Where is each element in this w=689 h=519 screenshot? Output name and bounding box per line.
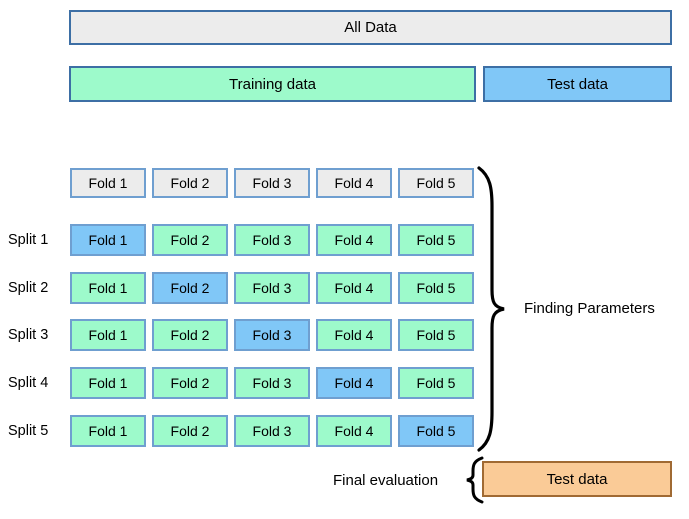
split-5-cell-4: Fold 4 [316, 415, 392, 447]
fold-header-cell-3: Fold 3 [234, 168, 310, 198]
split-1-cell-label-3: Fold 3 [252, 232, 292, 248]
training-data-bar: Training data [69, 66, 476, 102]
fold-header-label-1: Fold 1 [88, 175, 128, 191]
split-5-cell-label-2: Fold 2 [170, 423, 210, 439]
split-2-cell-label-2: Fold 2 [170, 280, 210, 296]
split-4-cell-2: Fold 2 [152, 367, 228, 399]
split-3-cell-3: Fold 3 [234, 319, 310, 351]
split-2-cell-label-4: Fold 4 [334, 280, 374, 296]
split-2-cell-label-1: Fold 1 [88, 280, 128, 296]
test-data-bar: Test data [483, 66, 672, 102]
fold-header-cell-4: Fold 4 [316, 168, 392, 198]
split-1-cell-2: Fold 2 [152, 224, 228, 256]
split-5-cell-2: Fold 2 [152, 415, 228, 447]
split-2-cell-1: Fold 1 [70, 272, 146, 304]
split-4-cell-1: Fold 1 [70, 367, 146, 399]
split-3-cell-1: Fold 1 [70, 319, 146, 351]
split-1-cell-3: Fold 3 [234, 224, 310, 256]
split-row-label-1: Split 1 [8, 232, 49, 248]
final-evaluation-brace-icon [466, 456, 484, 504]
fold-header-cell-2: Fold 2 [152, 168, 228, 198]
final-test-data-box: Test data [482, 461, 672, 497]
split-1-cell-label-2: Fold 2 [170, 232, 210, 248]
split-5-cell-label-4: Fold 4 [334, 423, 374, 439]
split-5-cell-label-3: Fold 3 [252, 423, 292, 439]
final-test-data-label: Test data [546, 470, 608, 488]
split-3-cell-label-2: Fold 2 [170, 327, 210, 343]
split-5-cell-5: Fold 5 [398, 415, 474, 447]
split-3-cell-label-1: Fold 1 [88, 327, 128, 343]
split-5-cell-3: Fold 3 [234, 415, 310, 447]
split-3-cell-5: Fold 5 [398, 319, 474, 351]
final-evaluation-label: Final evaluation [333, 472, 439, 489]
all-data-label: All Data [344, 19, 397, 36]
split-5-cell-label-1: Fold 1 [88, 423, 128, 439]
split-4-cell-label-3: Fold 3 [252, 375, 292, 391]
split-4-cell-label-4: Fold 4 [334, 375, 374, 391]
split-2-cell-4: Fold 4 [316, 272, 392, 304]
split-2-cell-5: Fold 5 [398, 272, 474, 304]
fold-header-label-4: Fold 4 [334, 175, 374, 191]
fold-header-cell-1: Fold 1 [70, 168, 146, 198]
split-1-cell-label-1: Fold 1 [88, 232, 128, 248]
split-3-cell-4: Fold 4 [316, 319, 392, 351]
split-4-cell-3: Fold 3 [234, 367, 310, 399]
split-3-cell-label-4: Fold 4 [334, 327, 374, 343]
finding-parameters-label: Finding Parameters [524, 300, 655, 317]
split-5-cell-label-5: Fold 5 [416, 423, 456, 439]
split-row-label-5: Split 5 [8, 423, 49, 439]
test-data-label: Test data [547, 75, 608, 93]
split-1-cell-1: Fold 1 [70, 224, 146, 256]
split-row-label-3: Split 3 [8, 327, 49, 343]
split-4-cell-5: Fold 5 [398, 367, 474, 399]
split-4-cell-label-2: Fold 2 [170, 375, 210, 391]
split-3-cell-label-5: Fold 5 [416, 327, 456, 343]
split-row-label-2: Split 2 [8, 280, 49, 296]
split-row-label-4: Split 4 [8, 375, 49, 391]
fold-header-label-3: Fold 3 [252, 175, 292, 191]
split-4-cell-4: Fold 4 [316, 367, 392, 399]
split-1-cell-label-4: Fold 4 [334, 232, 374, 248]
split-5-cell-1: Fold 1 [70, 415, 146, 447]
training-data-label: Training data [229, 75, 316, 93]
split-3-cell-2: Fold 2 [152, 319, 228, 351]
split-1-cell-4: Fold 4 [316, 224, 392, 256]
split-2-cell-label-3: Fold 3 [252, 280, 292, 296]
split-1-cell-5: Fold 5 [398, 224, 474, 256]
fold-header-label-2: Fold 2 [170, 175, 210, 191]
fold-header-cell-5: Fold 5 [398, 168, 474, 198]
split-1-cell-label-5: Fold 5 [416, 232, 456, 248]
split-4-cell-label-5: Fold 5 [416, 375, 456, 391]
split-3-cell-label-3: Fold 3 [252, 327, 292, 343]
split-2-cell-3: Fold 3 [234, 272, 310, 304]
split-2-cell-label-5: Fold 5 [416, 280, 456, 296]
all-data-bar: All Data [69, 10, 672, 45]
finding-parameters-brace-icon [477, 166, 505, 452]
fold-header-label-5: Fold 5 [416, 175, 456, 191]
split-4-cell-label-1: Fold 1 [88, 375, 128, 391]
split-2-cell-2: Fold 2 [152, 272, 228, 304]
